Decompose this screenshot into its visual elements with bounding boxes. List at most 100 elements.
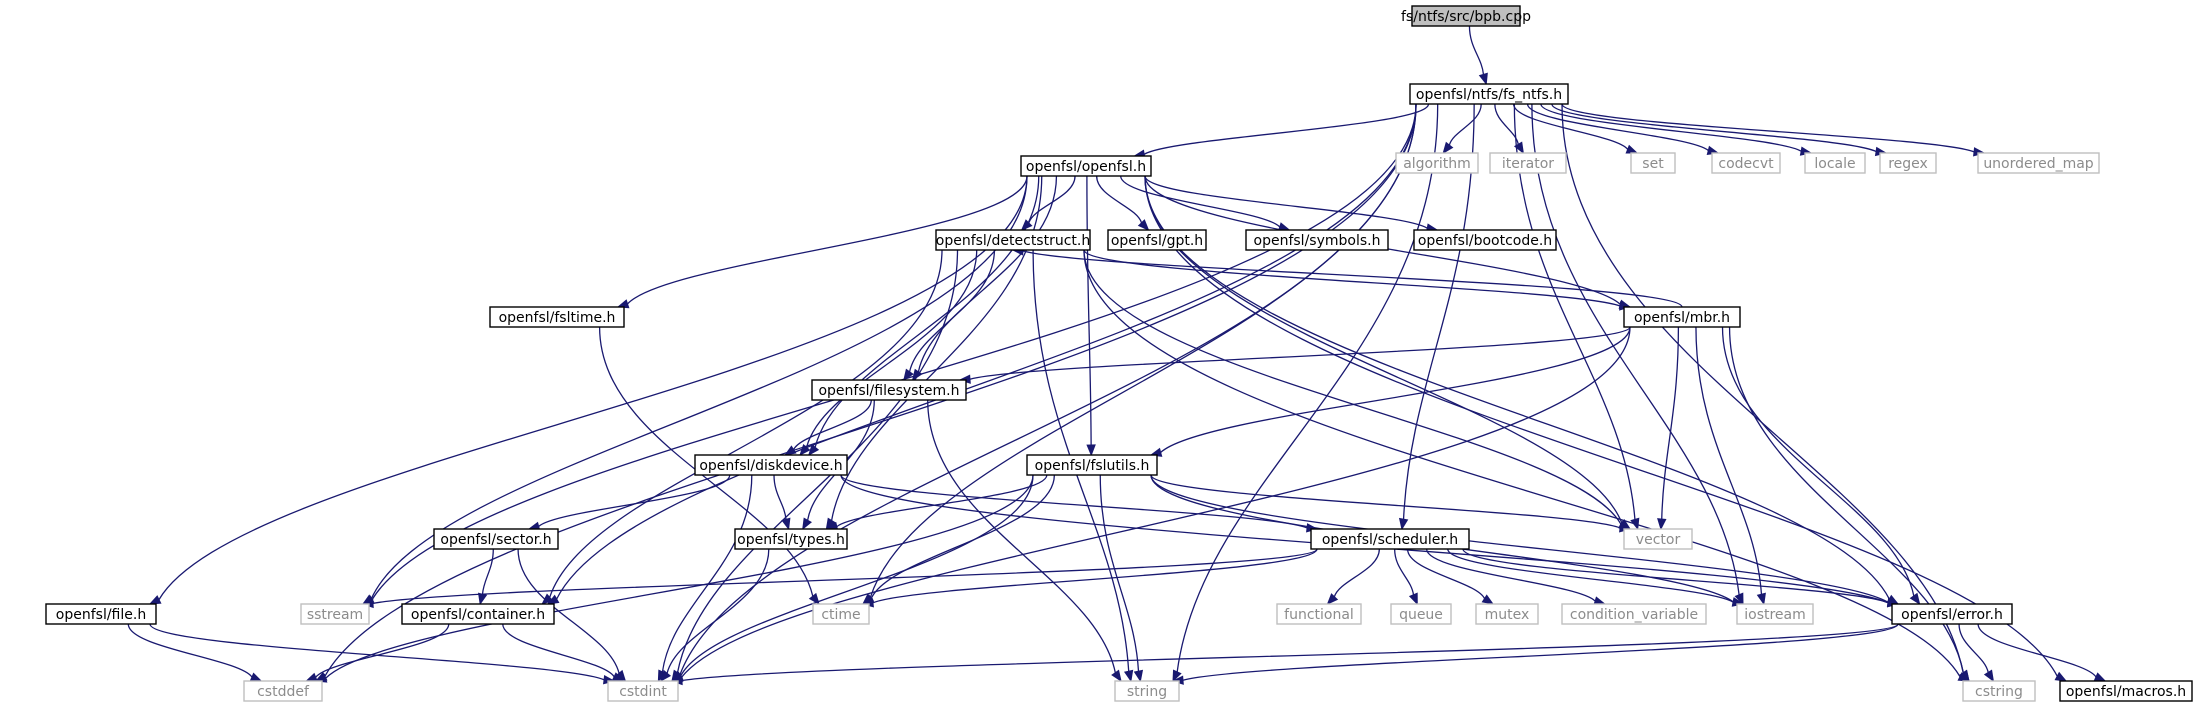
dependency-edge-openfsl-to-detectstruct [1020,175,1076,231]
node-condition_variable: condition_variable [1561,603,1707,625]
node-box [1395,152,1479,174]
node-box [1879,152,1937,174]
node-algorithm: algorithm [1395,152,1479,174]
arrowhead-icon [1513,141,1524,155]
edge-line [1513,103,1636,520]
node-mbr[interactable]: openfsl/mbr.h [1623,306,1741,328]
edge-line [517,548,620,674]
dependency-edge-fslutils-to-string [1099,474,1144,683]
dependency-edge-openfsl-to-diskdevice [807,175,1040,457]
node-sstream: sstream [300,603,370,625]
node-scheduler[interactable]: openfsl/scheduler.h [1310,528,1470,550]
node-diskdevice[interactable]: openfsl/diskdevice.h [694,454,848,476]
edge-line [1462,548,1889,604]
node-label: unordered_map [1983,156,2093,172]
node-label: vector [1636,532,1681,548]
edge-line [1977,623,2097,678]
edge-line [917,175,1058,372]
node-box [45,603,157,625]
node-iostream: iostream [1736,603,1814,625]
node-openfsl[interactable]: openfsl/openfsl.h [1020,155,1152,177]
dependency-edge-container-to-cstdint [502,623,625,682]
node-string: string [1114,680,1180,702]
arrowhead-icon [1137,219,1150,231]
arrowhead-icon [799,443,811,457]
node-label: algorithm [1403,156,1471,172]
node-label: openfsl/diskdevice.h [699,458,842,474]
edge-line [908,249,996,372]
edge-line [1728,326,1965,673]
node-box [811,379,967,401]
node-label: openfsl/types.h [737,532,845,548]
edge-line [556,103,1417,600]
edge-line [1540,103,1802,152]
edge-line [680,474,1034,677]
edge-line [666,548,770,674]
edge-line [676,249,959,673]
dependency-edge-fs_ntfs-to-codecvt [1526,103,1720,155]
arrowhead-icon [1111,669,1122,683]
arrowhead-icon [1481,594,1495,605]
node-label: string [1127,684,1167,700]
node-label: cstdint [619,684,667,700]
dependency-edge-scheduler-to-queue [1394,548,1418,606]
dependency-edge-fslutils-to-vector [1150,474,1632,533]
edge-line [1468,25,1485,75]
node-box [1020,155,1152,177]
node-error[interactable]: openfsl/error.h [1891,603,2013,625]
node-file[interactable]: openfsl/file.h [45,603,157,625]
dependency-edge-fs_ntfs-to-openfsl [1133,103,1430,159]
node-macros[interactable]: openfsl/macros.h [2059,680,2193,702]
node-label: openfsl/filesystem.h [818,383,959,399]
node-fslutils[interactable]: openfsl/fslutils.h [1026,454,1158,476]
edge-line [830,175,1043,521]
node-box [2059,680,2193,702]
node-box [607,680,679,702]
node-container[interactable]: openfsl/container.h [401,603,555,625]
node-regex: regex [1879,152,1937,174]
edge-line [627,175,1028,305]
edge-line [1083,249,1961,677]
edge-line [1144,175,1890,600]
arrowhead-icon [249,672,263,682]
edge-line [149,623,605,681]
node-box [401,603,555,625]
node-label: cstring [1975,684,2023,700]
node-detectstruct[interactable]: openfsl/detectstruct.h [935,229,1091,251]
node-label: codecvt [1718,156,1774,172]
node-label: functional [1284,607,1354,623]
edge-line [1561,103,1975,153]
edge-line [1083,249,1622,525]
dependency-edge-fslutils-to-cstdint [670,474,1034,682]
arrowhead-icon [1983,669,1995,683]
arrowhead-icon [2054,671,2068,682]
node-label: openfsl/macros.h [2066,684,2186,700]
node-sector[interactable]: openfsl/sector.h [433,528,559,550]
edge-line [549,249,943,598]
edge-line [1406,548,1486,599]
dependency-edge-filesystem-to-string [927,399,1122,683]
node-bootcode[interactable]: openfsl/bootcode.h [1413,229,1557,251]
node-fsltime[interactable]: openfsl/fsltime.h [489,306,625,328]
node-gpt[interactable]: openfsl/gpt.h [1107,229,1207,251]
node-box [694,454,848,476]
node-symbols[interactable]: openfsl/symbols.h [1245,229,1389,251]
edge-line [1099,474,1140,672]
node-fs_ntfs[interactable]: openfsl/ntfs/fs_ntfs.h [1409,83,1569,105]
node-types[interactable]: openfsl/types.h [734,528,848,550]
edge-line [1086,175,1092,446]
node-label: fs/ntfs/src/bpb.cpp [1401,9,1531,25]
node-filesystem[interactable]: openfsl/filesystem.h [811,379,967,401]
node-box [1977,152,2100,174]
edge-line [805,249,978,448]
node-box [935,229,1091,251]
node-box [1114,680,1180,702]
node-label: openfsl/container.h [411,607,545,623]
node-mutex: mutex [1475,603,1539,625]
node-box [1623,528,1693,550]
node-bpb[interactable]: fs/ntfs/src/bpb.cpp [1401,5,1531,27]
edge-line [1551,103,1877,153]
edge-line [1512,103,1629,150]
node-label: openfsl/detectstruct.h [936,233,1090,249]
